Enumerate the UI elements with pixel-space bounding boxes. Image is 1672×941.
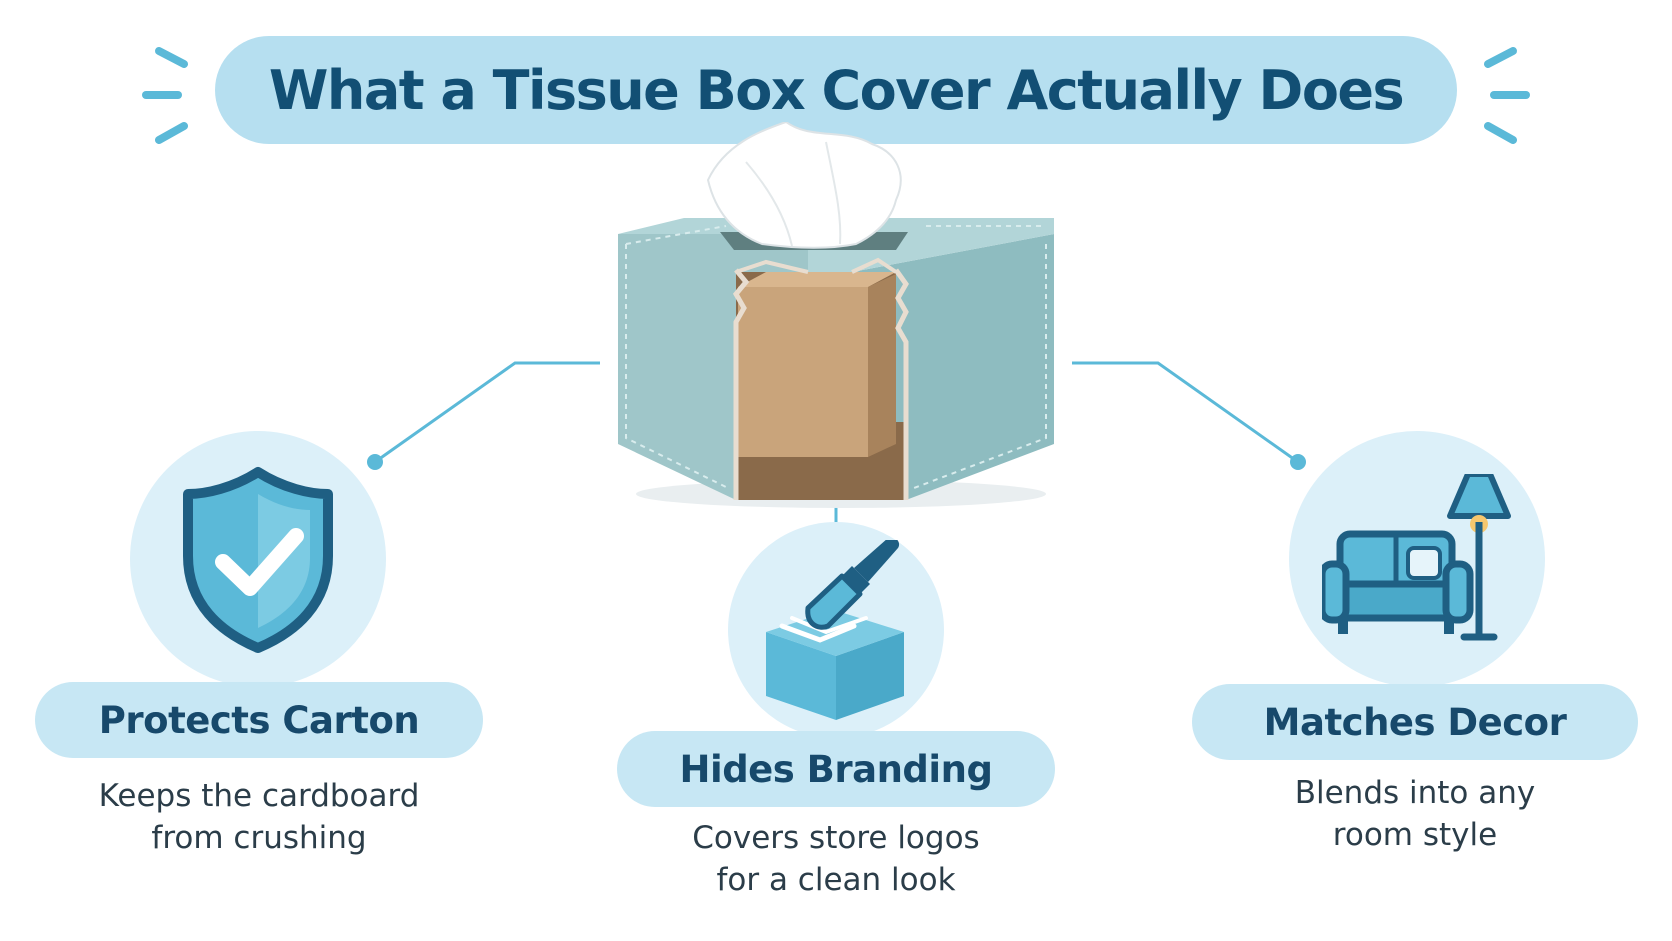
shield-check-icon <box>183 467 333 653</box>
connector-left <box>374 361 600 464</box>
connector-right-dot <box>1290 454 1306 470</box>
protects-carton-label-pill: Protects Carton <box>35 682 483 758</box>
hides-branding-icon-circle <box>728 522 944 738</box>
left-sparkle-top <box>155 47 188 68</box>
right-sparkle-bottom <box>1484 122 1517 144</box>
protects-carton-desc-line-1: Keeps the cardboard <box>98 778 420 814</box>
matches-decor-description: Blends into any room style <box>1192 772 1638 856</box>
connector-left-dot <box>367 454 383 470</box>
page-title: What a Tissue Box Cover Actually Does <box>268 58 1405 122</box>
hides-branding-description: Covers store logos for a clean look <box>617 817 1055 901</box>
protects-carton-label: Protects Carton <box>98 698 420 742</box>
hides-branding-desc-line-1: Covers store logos <box>692 820 980 856</box>
protects-carton-desc-line-2: from crushing <box>151 820 367 856</box>
protects-carton-description: Keeps the cardboard from crushing <box>35 775 483 859</box>
hides-branding-label-pill: Hides Branding <box>617 731 1055 807</box>
hides-branding-desc-line-2: for a clean look <box>716 862 956 898</box>
tissue-box-cover-illustration <box>618 122 1054 508</box>
matches-decor-desc-line-1: Blends into any <box>1294 775 1536 811</box>
right-sparkle-top <box>1484 47 1517 68</box>
paintbrush-box-icon <box>766 540 904 720</box>
connector-right <box>1072 361 1299 464</box>
matches-decor-label: Matches Decor <box>1263 700 1567 744</box>
title-banner: What a Tissue Box Cover Actually Does <box>215 36 1457 144</box>
matches-decor-icon-circle <box>1289 431 1545 687</box>
protects-carton-icon-circle <box>130 431 386 687</box>
hides-branding-label: Hides Branding <box>679 747 993 791</box>
matches-decor-desc-line-2: room style <box>1332 817 1498 853</box>
matches-decor-label-pill: Matches Decor <box>1192 684 1638 760</box>
left-sparkle-bottom <box>155 122 188 144</box>
sofa-lamp-icon <box>1322 474 1511 641</box>
